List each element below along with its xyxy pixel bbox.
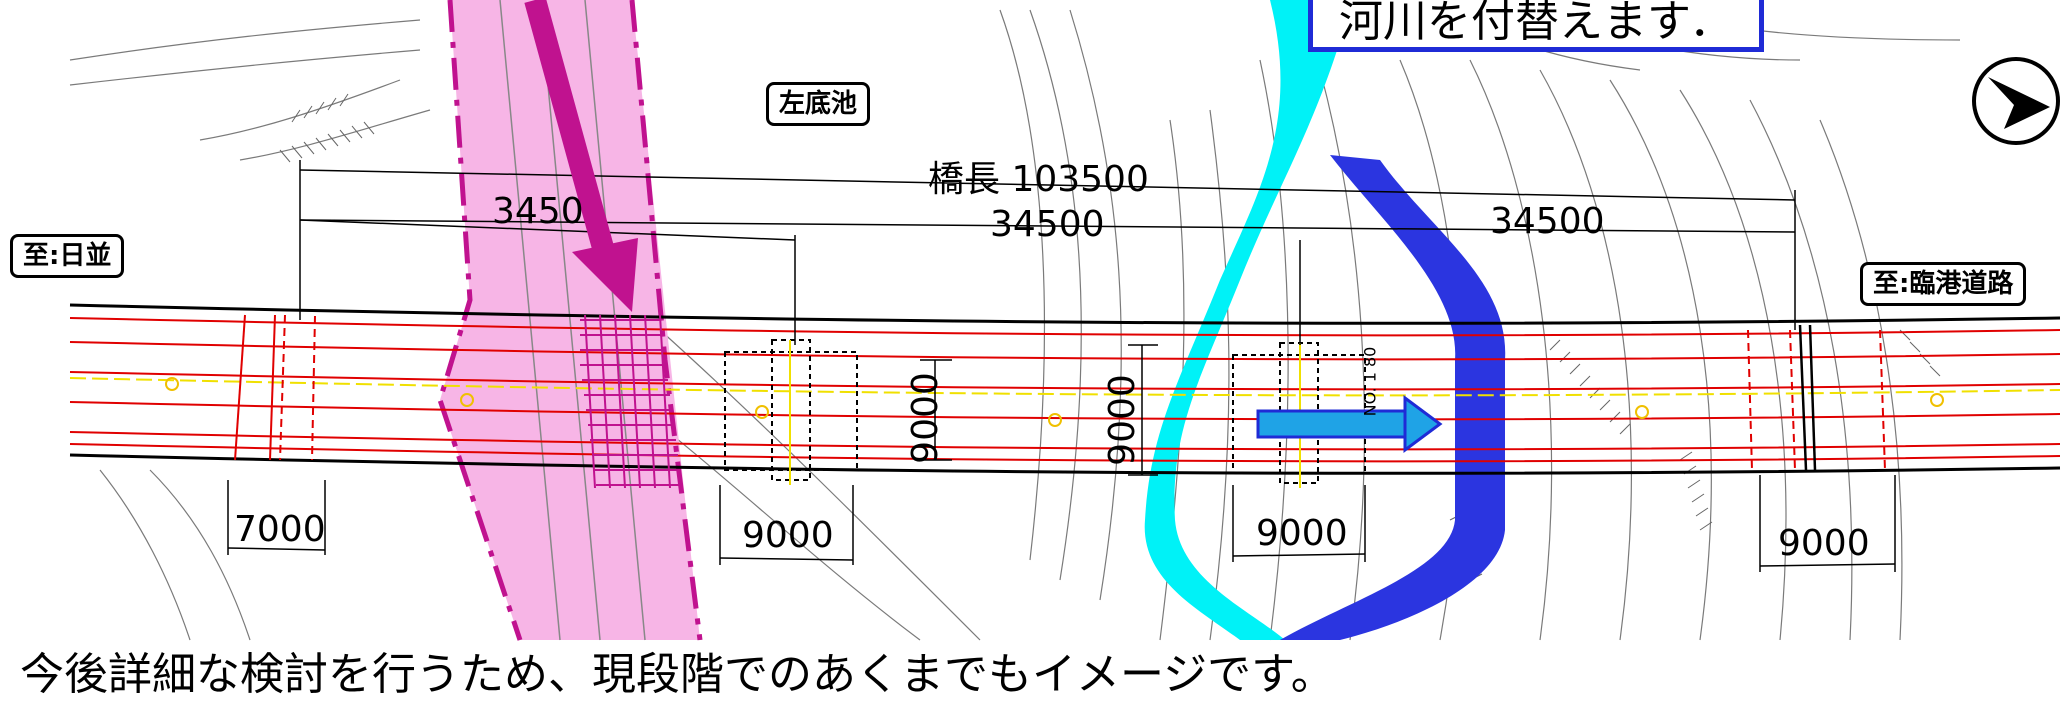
pier-1-width-label: 9000 xyxy=(742,515,834,556)
road-centerline xyxy=(69,377,2061,397)
road-edge-lines xyxy=(69,303,2061,475)
abutment-left-width-label: 7000 xyxy=(234,509,326,550)
destination-east-label: 至:臨港道路 xyxy=(1860,262,2027,306)
span-left-label: 3450 xyxy=(492,191,584,232)
road-direction-arrow xyxy=(524,0,638,312)
pier-1-height-label: 9000 xyxy=(904,372,946,464)
span-center-label: 34500 xyxy=(990,204,1105,245)
pier-2-width-label: 9000 xyxy=(1256,513,1348,554)
realigned-river xyxy=(1280,155,1506,640)
pond-label: 左底池 xyxy=(766,82,871,126)
river-realignment-notice: 河川を付替えます． xyxy=(1308,0,1765,52)
station-label: NO. 1 80 xyxy=(1360,346,1380,417)
bridge-outline xyxy=(69,317,2061,463)
span-right-label: 34500 xyxy=(1490,201,1605,242)
abutment-right-width-label: 9000 xyxy=(1778,523,1870,564)
destination-west-label: 至:日並 xyxy=(10,234,125,278)
north-arrow-icon xyxy=(1972,57,2060,145)
existing-river xyxy=(1102,0,1352,640)
pier-axis-lines xyxy=(789,340,1301,488)
abutment-left xyxy=(234,314,316,461)
contour-lines xyxy=(69,9,1961,641)
centerline-markers xyxy=(165,377,1944,427)
intersection-grid xyxy=(580,314,682,489)
disclaimer-text: 今後詳細な検討を行うため、現段階でのあくまでもイメージです。 xyxy=(20,649,1335,700)
diversion-arrow xyxy=(1256,395,1443,453)
pier-2-height-label: 9000 xyxy=(1101,374,1143,466)
abutment-right xyxy=(1747,324,1886,471)
bridge-length-label: 橋長 103500 xyxy=(928,159,1149,200)
dimension-lines xyxy=(227,160,1896,572)
